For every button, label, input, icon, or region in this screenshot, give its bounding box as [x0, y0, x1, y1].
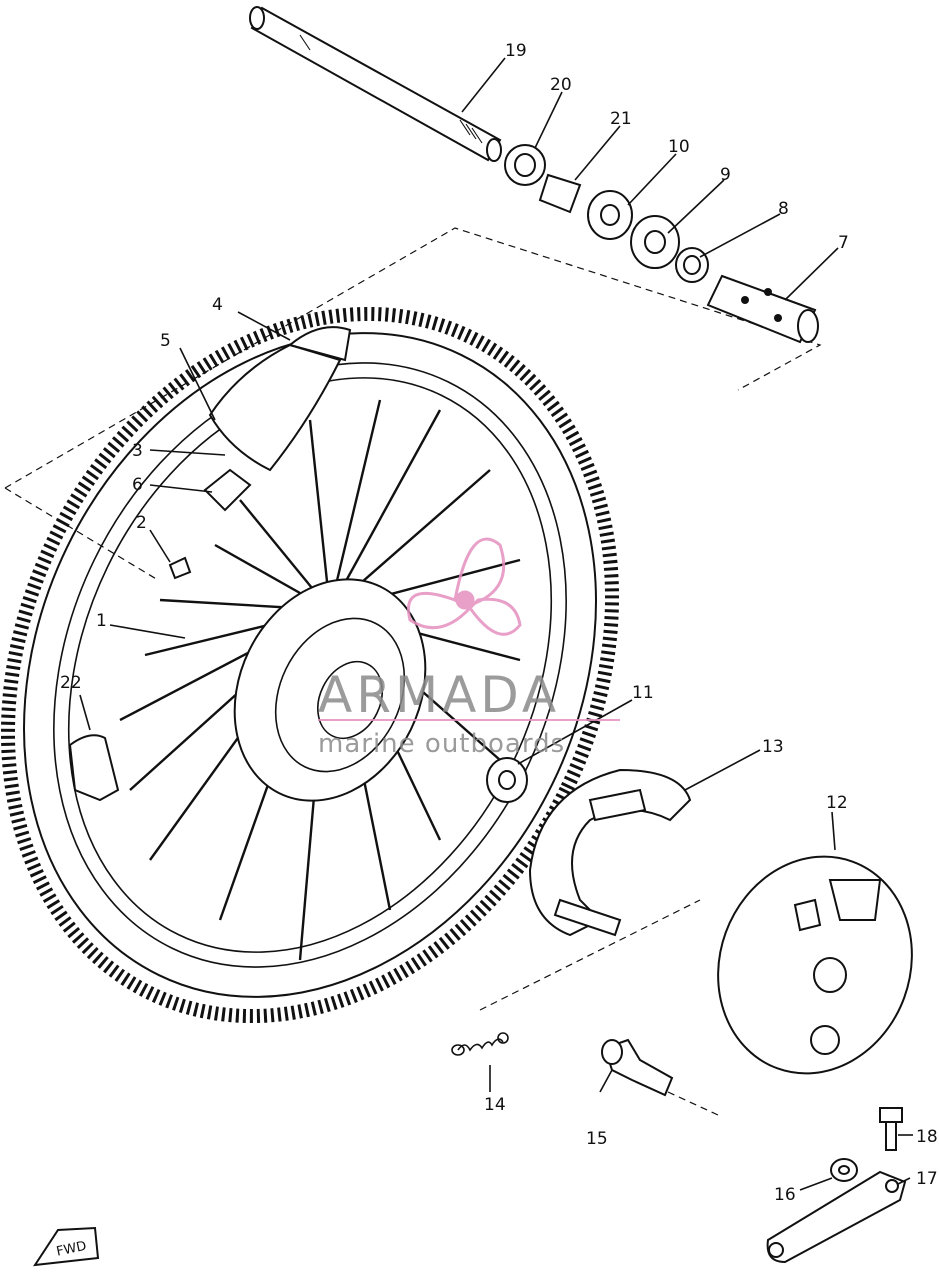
part-label-13: 13 [762, 737, 784, 757]
spoke-nipple [168, 556, 192, 580]
part-label-6: 6 [132, 475, 143, 495]
part-label-22: 22 [60, 673, 82, 693]
brake-cam [601, 1038, 674, 1097]
axle-components [504, 144, 819, 344]
brake-shoes [528, 768, 692, 937]
part-number-labels: 19 20 21 10 9 8 7 4 5 3 6 2 1 22 11 13 1… [60, 41, 938, 1205]
brake-spring [451, 1032, 509, 1056]
assembly-guide-lines [4, 227, 822, 1116]
tube-and-flap [203, 326, 352, 512]
armada-watermark: ARMADA marine outboards [318, 537, 620, 759]
wheel-assembly [0, 306, 620, 1024]
part-label-10: 10 [668, 137, 690, 157]
forward-direction-marker: FWD [32, 1226, 100, 1267]
part-label-19: 19 [505, 41, 527, 61]
brake-plate [717, 855, 913, 1075]
front-axle [249, 6, 502, 162]
part-label-9: 9 [720, 165, 731, 185]
leader-lines [79, 57, 913, 1191]
part-label-7: 7 [838, 233, 849, 253]
part-label-17: 17 [916, 1169, 938, 1189]
watermark-tagline: marine outboards [318, 729, 565, 759]
part-label-1: 1 [96, 611, 107, 631]
part-label-20: 20 [550, 75, 572, 95]
part-label-2: 2 [136, 513, 147, 533]
part-label-3: 3 [132, 441, 143, 461]
part-label-21: 21 [610, 109, 632, 129]
part-label-5: 5 [160, 331, 171, 351]
part-label-18: 18 [916, 1127, 938, 1147]
rim-lock [68, 734, 120, 802]
part-label-11: 11 [632, 683, 654, 703]
part-label-15: 15 [586, 1129, 608, 1149]
washer [830, 1158, 858, 1182]
brake-arm [766, 1170, 907, 1264]
part-label-8: 8 [778, 199, 789, 219]
part-label-4: 4 [212, 295, 223, 315]
part-label-16: 16 [774, 1185, 796, 1205]
armada-logo-icon [407, 537, 522, 636]
watermark-brand: ARMADA [318, 666, 560, 724]
part-label-12: 12 [826, 793, 848, 813]
hub-bearing [486, 757, 528, 803]
forward-direction-label: FWD [55, 1239, 88, 1260]
part-label-14: 14 [484, 1095, 506, 1115]
bolt [879, 1107, 903, 1151]
